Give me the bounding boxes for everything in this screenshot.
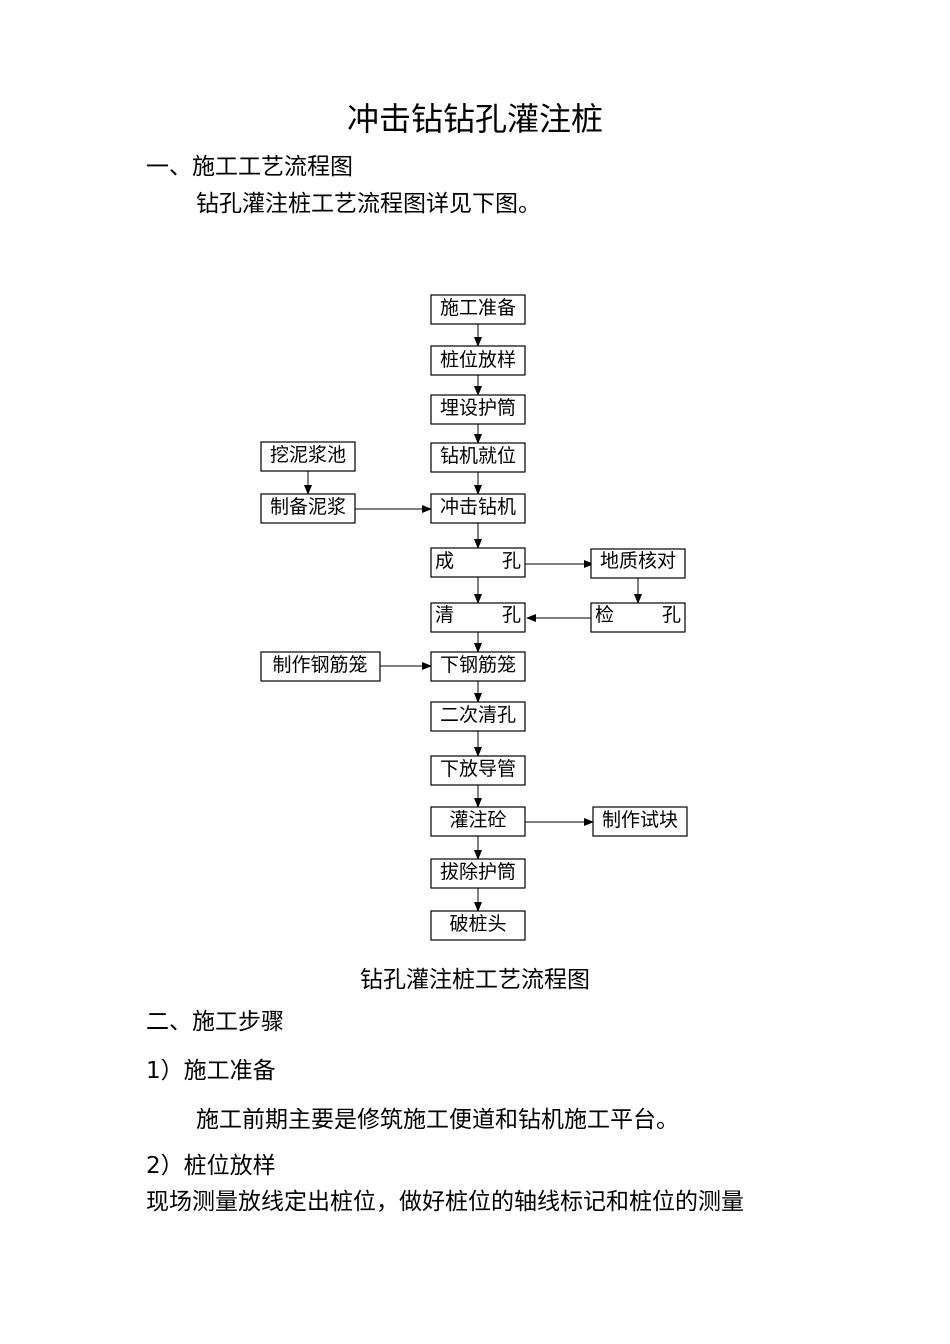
flow-node-dig-pit: 挖泥浆池: [260, 441, 356, 472]
step-2-text: 现场测量放线定出桩位，做好桩位的轴线标记和桩位的测量: [146, 1189, 744, 1215]
flow-node-geo-check-label: 地质核对: [600, 550, 676, 572]
flow-node-cage-down-label: 下钢筋笼: [440, 654, 516, 676]
section-1-heading: 一、施工工艺流程图: [146, 154, 353, 180]
flow-node-cage-down: 下钢筋笼: [430, 651, 526, 682]
flow-node-clean2: 二次清孔: [430, 701, 526, 732]
flow-node-tremie: 下放导管: [430, 755, 526, 786]
flow-node-make-cage-label: 制作钢筋笼: [272, 654, 367, 676]
flow-node-break-label: 破桩头: [449, 913, 506, 935]
step-1-text: 施工前期主要是修筑施工便道和钻机施工平台。: [196, 1107, 679, 1133]
flow-node-clean: 清 孔: [430, 602, 526, 633]
flow-node-rig: 钻机就位: [430, 442, 526, 473]
flow-node-test-block: 制作试块: [592, 806, 688, 837]
flow-node-casing-label: 埋设护筒: [440, 397, 516, 419]
flow-node-hole-label-right: 孔: [502, 550, 521, 572]
flow-node-pour: 灌注砼: [430, 806, 526, 837]
flow-node-prep: 施工准备: [430, 294, 526, 325]
flow-node-clean2-label: 二次清孔: [440, 704, 516, 726]
document-title: 冲击钻钻孔灌注桩: [346, 100, 603, 138]
flow-node-make-mud-label: 制备泥浆: [270, 496, 346, 518]
flow-node-inspect-label-right: 孔: [662, 604, 681, 626]
flow-node-make-mud: 制备泥浆: [260, 493, 356, 524]
flow-node-clean-label-left: 清: [435, 604, 454, 626]
flow-node-inspect: 检 孔: [590, 602, 686, 633]
flow-node-pour-label: 灌注砼: [449, 809, 506, 831]
flow-node-tremie-label: 下放导管: [440, 758, 516, 780]
flow-node-casing: 埋设护筒: [430, 394, 526, 425]
flow-node-hole-label-left: 成: [435, 550, 454, 572]
flow-node-prep-label: 施工准备: [440, 297, 516, 319]
flow-node-hole: 成 孔: [430, 547, 526, 578]
section-2-heading: 二、施工步骤: [146, 1009, 284, 1035]
flow-node-inspect-label-left: 检: [595, 604, 614, 626]
flow-node-impact-label: 冲击钻机: [440, 496, 516, 518]
flow-node-dig-pit-label: 挖泥浆池: [270, 444, 346, 466]
flow-node-remove-label: 拔除护筒: [440, 861, 516, 883]
flow-node-geo-check: 地质核对: [590, 548, 686, 579]
step-1-heading: 1）施工准备: [146, 1058, 276, 1084]
flow-node-break: 破桩头: [430, 910, 526, 941]
section-1-text: 钻孔灌注桩工艺流程图详见下图。: [196, 191, 541, 217]
flow-node-rig-label: 钻机就位: [440, 445, 516, 467]
figure-caption: 钻孔灌注桩工艺流程图: [360, 967, 590, 993]
flow-node-make-cage: 制作钢筋笼: [260, 651, 381, 682]
flowchart-connectors: [304, 324, 642, 912]
flow-node-layout: 桩位放样: [430, 345, 526, 376]
flow-node-layout-label: 桩位放样: [440, 349, 516, 371]
flow-node-clean-label-right: 孔: [502, 604, 521, 626]
flow-node-remove: 拔除护筒: [430, 858, 526, 889]
step-2-heading: 2）桩位放样: [146, 1153, 276, 1179]
flow-node-impact: 冲击钻机: [430, 493, 526, 524]
flow-node-test-block-label: 制作试块: [602, 809, 678, 831]
